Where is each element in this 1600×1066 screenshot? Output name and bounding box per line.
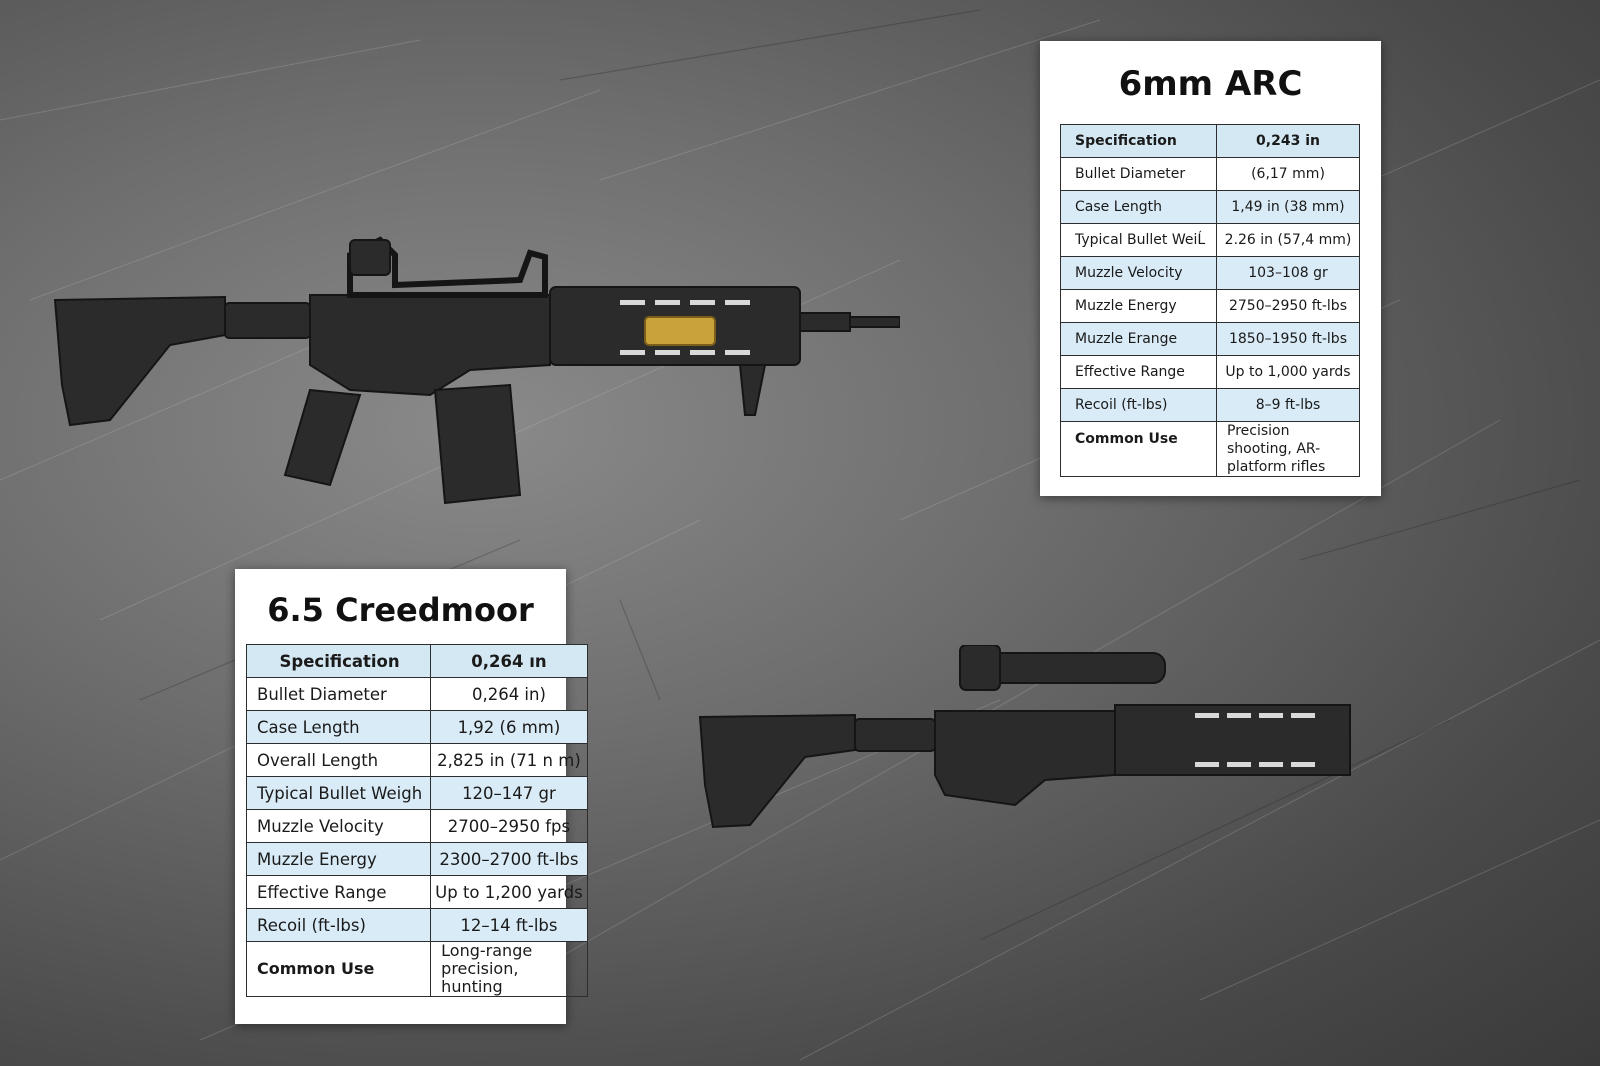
row-value: 12–14 ft-lbs <box>430 908 588 942</box>
rifle-receiver <box>934 710 1116 807</box>
rifle-magazine <box>433 383 522 505</box>
table-row: Recoil (ft-lbs) 12–14 ft-lbs <box>245 908 588 942</box>
row-value: 2,825 in (71 n m) <box>430 743 588 777</box>
row-label: Case Length <box>245 710 432 744</box>
row-value: 1,92 (6 mm) <box>430 710 588 744</box>
row-label: Typical Bullet Weigh <box>245 776 432 810</box>
card-title: 6mm ARC <box>1118 64 1303 104</box>
table-row: Muzzle Energy 2750–2950 ft-lbs <box>1060 289 1360 323</box>
row-label: Bullet Diameter <box>245 677 432 711</box>
rifle-stock <box>53 295 226 427</box>
brass-cartridge <box>644 316 716 346</box>
table-row: Muzzle Velocity 2700–2950 fps <box>245 809 588 843</box>
table-header-row: Specification 0,264 ın <box>245 644 588 678</box>
row-value: 8–9 ft-lbs <box>1216 388 1360 422</box>
table-row: Muzzle Energy 2300–2700 ft-lbs <box>245 842 588 876</box>
table-row: Recoil (ft-lbs) 8–9 ft-lbs <box>1060 388 1360 422</box>
rifle-illustration-bottom <box>698 645 1351 829</box>
row-label: Recoil (ft-lbs) <box>245 908 432 942</box>
spec-card-6-5-creedmoor: 6.5 Creedmoor Specification 0,264 ın Bul… <box>235 569 588 1024</box>
rifle-grip <box>283 388 362 487</box>
row-value: Up to 1,200 yards <box>430 875 588 909</box>
header-label: Specification <box>1060 124 1217 158</box>
table-row-common-use: Common Use Long-range precision, hunting <box>245 941 588 997</box>
header-label: Specification <box>245 644 432 678</box>
table-row: Effective Range Up to 1,200 yards <box>245 875 588 909</box>
table-row: Typical Bullet Weigh 120–147 gr <box>245 776 588 810</box>
row-label: Case Length <box>1060 190 1217 224</box>
row-label: Typical Bullet WeiĹ <box>1060 223 1217 257</box>
table-row: Case Length 1,49 in (38 mm) <box>1060 190 1360 224</box>
spec-table: Specification 0,264 ın Bullet Diameter 0… <box>245 644 588 997</box>
row-label: Effective Range <box>1060 355 1217 389</box>
row-value: (6,17 mm) <box>1216 157 1360 191</box>
row-value: 1850–1950 ft-lbs <box>1216 322 1360 356</box>
card-title: 6.5 Creedmoor <box>267 591 534 629</box>
header-value: 0,264 ın <box>430 644 588 678</box>
row-value: 1,49 in (38 mm) <box>1216 190 1360 224</box>
row-label: Bullet Diameter <box>1060 157 1217 191</box>
row-label: Common Use <box>1060 421 1217 477</box>
row-label: Overall Length <box>245 743 432 777</box>
table-row: Typical Bullet WeiĹ 2.26 in (57,4 mm) <box>1060 223 1360 257</box>
rifle-illustration-top <box>53 236 900 505</box>
row-value: 0,264 in) <box>430 677 588 711</box>
row-label: Muzzle Erange <box>1060 322 1217 356</box>
spec-card-6mm-arc: 6mm ARC Specification 0,243 in Bullet Di… <box>1040 41 1381 496</box>
row-label: Muzzle Energy <box>1060 289 1217 323</box>
table-row: Overall Length 2,825 in (71 n m) <box>245 743 588 777</box>
row-label: Muzzle Velocity <box>1060 256 1217 290</box>
row-label: Recoil (ft-lbs) <box>1060 388 1217 422</box>
table-row-common-use: Common Use Precision shooting, AR-platfo… <box>1060 421 1360 477</box>
row-value: Precision shooting, AR-platform rifles <box>1216 421 1360 477</box>
row-label: Muzzle Energy <box>245 842 432 876</box>
table-row: Bullet Diameter 0,264 in) <box>245 677 588 711</box>
row-value: Up to 1,000 yards <box>1216 355 1360 389</box>
row-value: 2750–2950 ft-lbs <box>1216 289 1360 323</box>
row-value: 120–147 gr <box>430 776 588 810</box>
table-row: Bullet Diameter (6,17 mm) <box>1060 157 1360 191</box>
table-row: Muzzle Velocity 103–108 gr <box>1060 256 1360 290</box>
rifle-stock <box>698 713 856 829</box>
row-label: Common Use <box>245 941 432 997</box>
table-row: Effective Range Up to 1,000 yards <box>1060 355 1360 389</box>
row-value: 2.26 in (57,4 mm) <box>1216 223 1360 257</box>
row-value: 2300–2700 ft-lbs <box>430 842 588 876</box>
table-row: Case Length 1,92 (6 mm) <box>245 710 588 744</box>
rifle-receiver <box>309 294 551 397</box>
row-value: 2700–2950 fps <box>430 809 588 843</box>
table-row: Muzzle Erange 1850–1950 ft-lbs <box>1060 322 1360 356</box>
row-label: Muzzle Velocity <box>245 809 432 843</box>
header-value: 0,243 in <box>1216 124 1360 158</box>
row-label: Effective Range <box>245 875 432 909</box>
rifle-scope <box>974 652 1166 684</box>
row-value: 103–108 gr <box>1216 256 1360 290</box>
spec-table: Specification 0,243 in Bullet Diameter (… <box>1060 124 1360 477</box>
row-value: Long-range precision, hunting <box>430 941 588 997</box>
table-header-row: Specification 0,243 in <box>1060 124 1360 158</box>
